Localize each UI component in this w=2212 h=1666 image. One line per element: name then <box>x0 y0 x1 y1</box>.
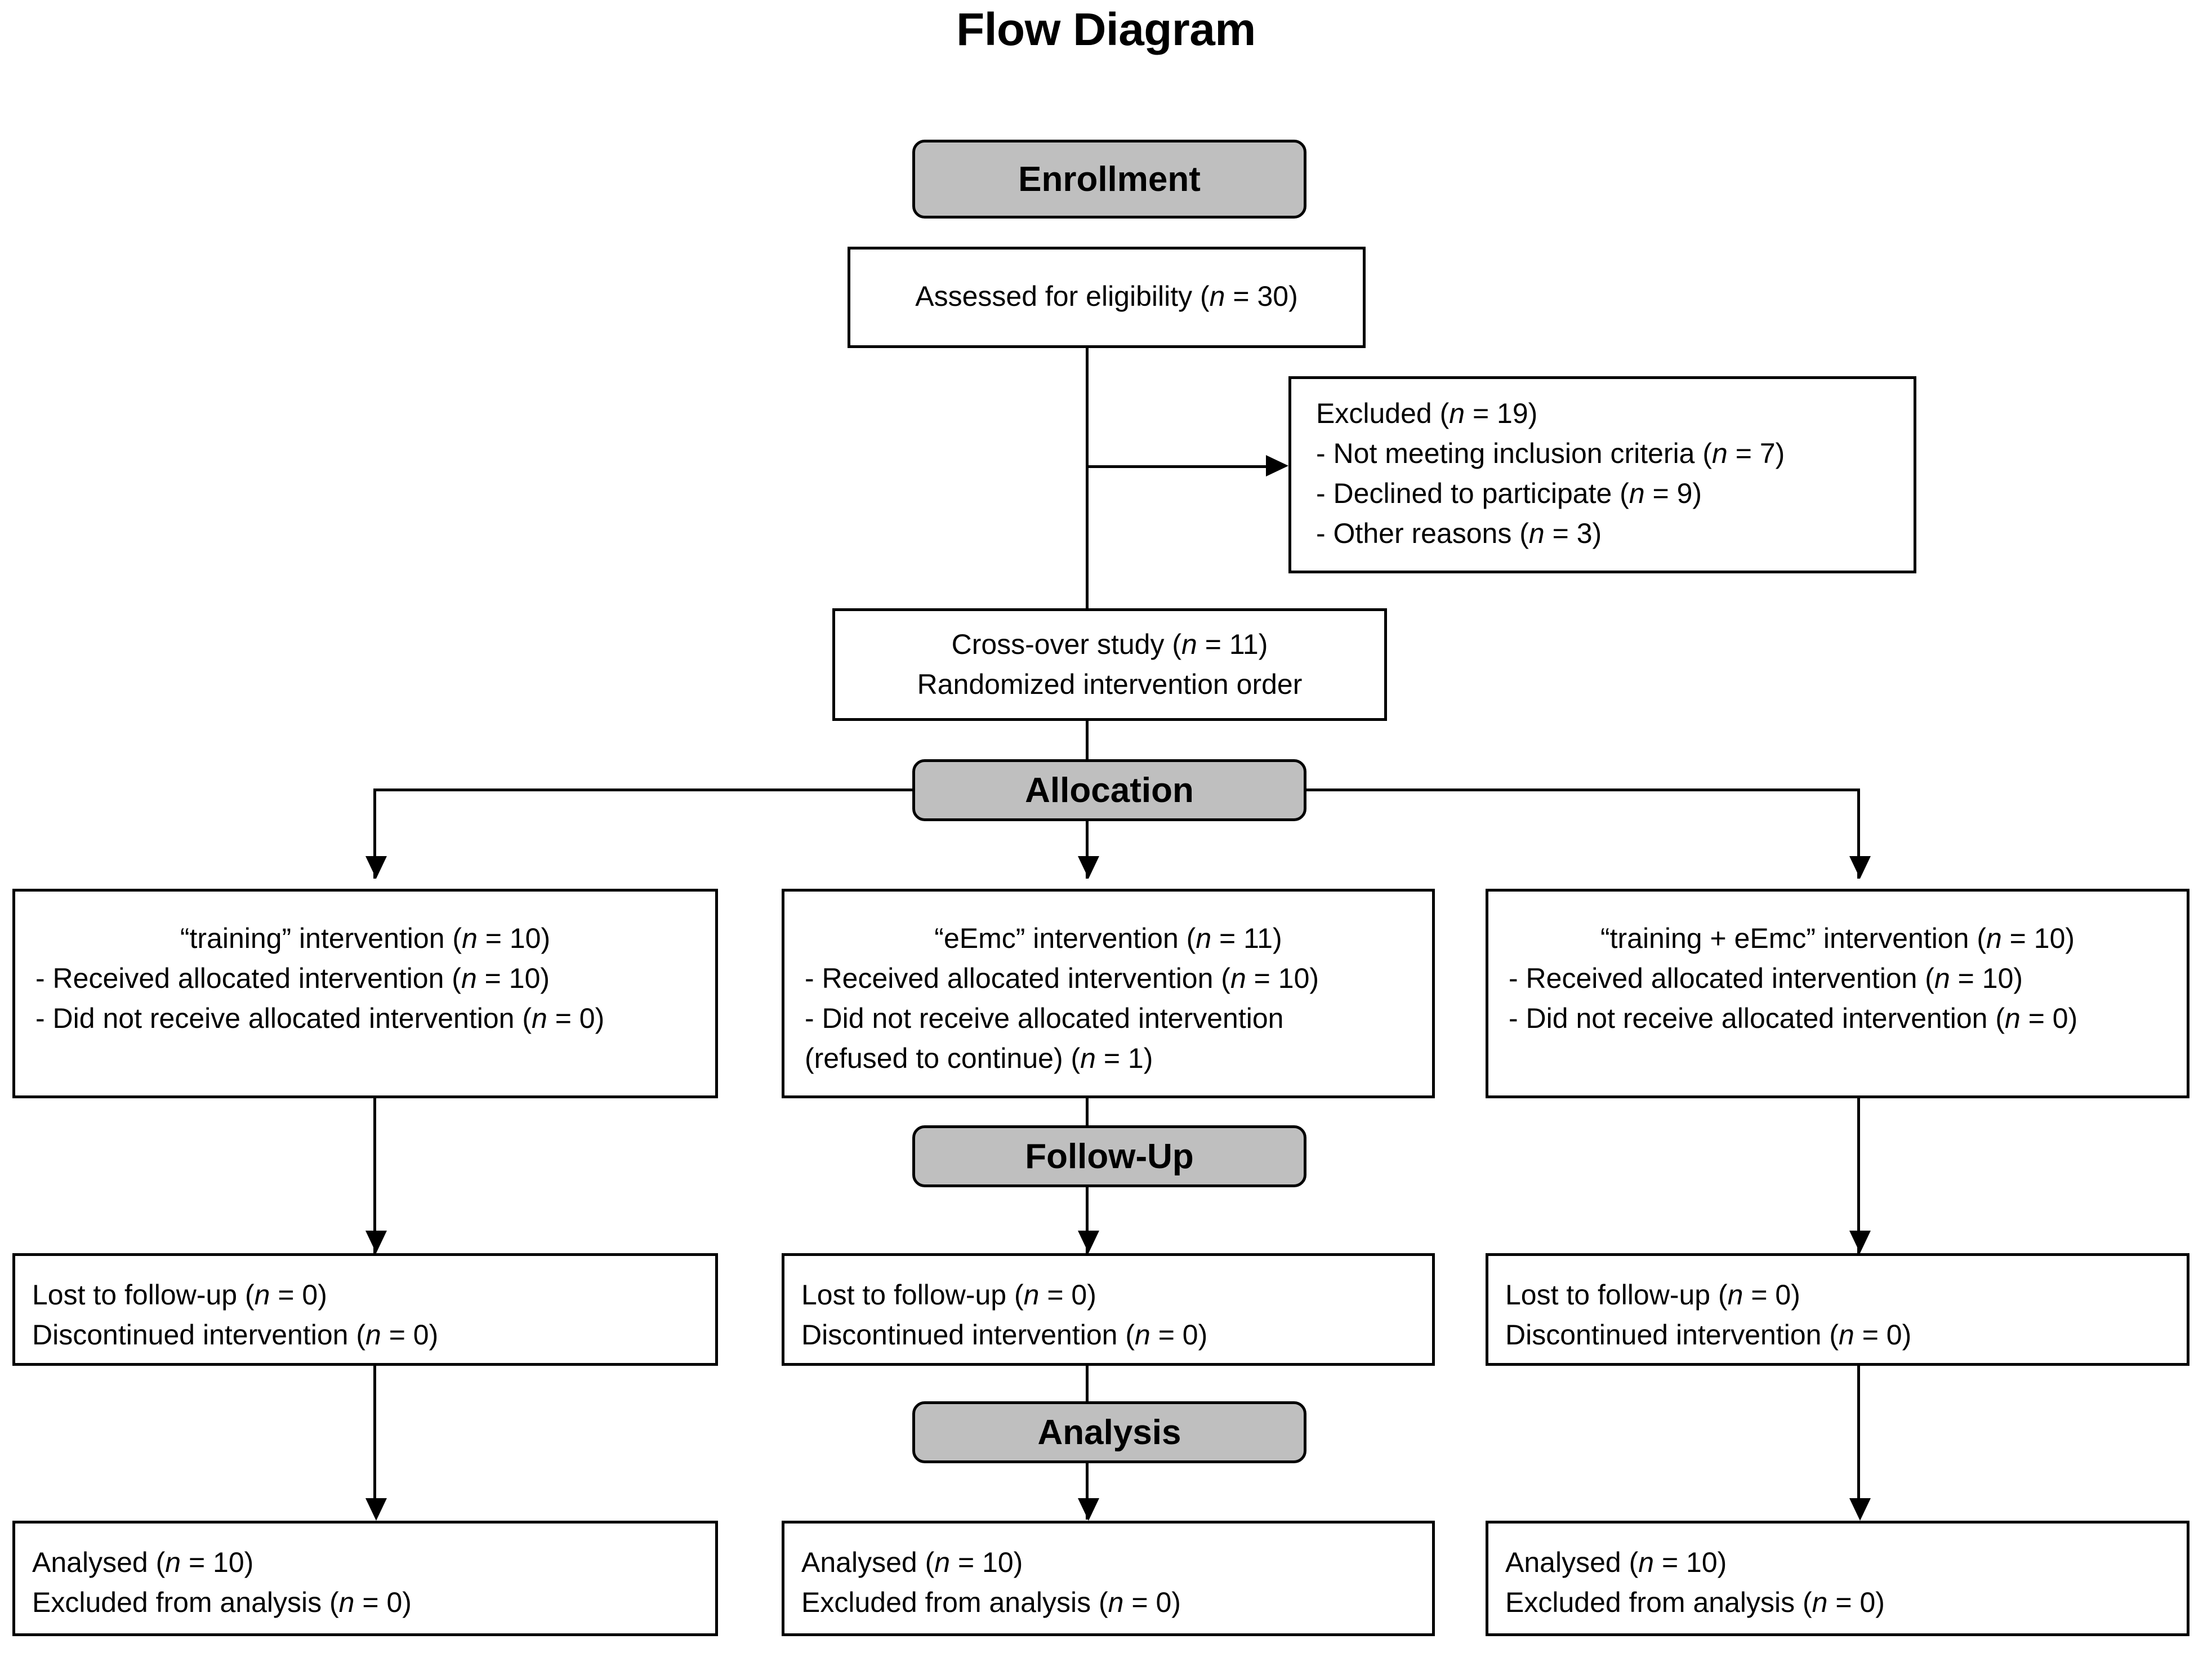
crossover-line-2: Randomized intervention order <box>917 669 1303 700</box>
stage-banner-enrollment: Enrollment <box>912 140 1306 219</box>
stage-banner-followup: Follow-Up <box>912 1125 1306 1187</box>
arrowhead-arm1-analysis-icon <box>365 1498 387 1521</box>
node-allocation-arm-3: “training + eEmc” intervention (n = 10) … <box>1486 889 2189 1098</box>
arm3-allocation-line-1: “training + eEmc” intervention (n = 10) <box>1600 923 2075 954</box>
assessed-line-1: Assessed for eligibility (n = 30) <box>915 280 1298 312</box>
arm2-followup-line-1: Lost to follow-up (n = 0) <box>801 1279 1096 1311</box>
connector-arm1-allocation-to-followup <box>373 1098 376 1256</box>
connector-allocation-leg-middle <box>1086 821 1089 879</box>
arm3-followup-line-1: Lost to follow-up (n = 0) <box>1505 1279 1800 1311</box>
node-excluded: Excluded (n = 19) - Not meeting inclusio… <box>1288 376 1916 573</box>
connector-allocation-leg-right <box>1857 789 1860 879</box>
node-analysis-arm-2: Analysed (n = 10) Excluded from analysis… <box>782 1521 1435 1636</box>
arm3-analysis-line-1: Analysed (n = 10) <box>1505 1547 1727 1578</box>
connector-arm2-allocation-to-followup-stage <box>1086 1098 1089 1128</box>
node-crossover-study: Cross-over study (n = 11) Randomized int… <box>832 608 1387 721</box>
node-allocation-arm-2: “eEmc” intervention (n = 11) - Received … <box>782 889 1435 1098</box>
arm2-analysis-line-2: Excluded from analysis (n = 0) <box>801 1587 1181 1618</box>
arrowhead-allocation-right-icon <box>1849 856 1871 879</box>
stage-label-followup: Follow-Up <box>1025 1137 1194 1176</box>
arm1-allocation-line-3: - Did not receive allocated intervention… <box>35 1003 605 1034</box>
arrowhead-arm3-followup-icon <box>1849 1231 1871 1253</box>
stage-banner-analysis: Analysis <box>912 1401 1306 1463</box>
connector-analysis-stage-to-arm2 <box>1086 1463 1089 1520</box>
connector-assessed-to-crossover <box>1086 348 1089 618</box>
node-analysis-arm-3: Analysed (n = 10) Excluded from analysis… <box>1486 1521 2189 1636</box>
connector-allocation-leg-left <box>373 789 376 879</box>
arm2-allocation-line-4: (refused to continue) (n = 1) <box>805 1043 1153 1074</box>
arm1-allocation-line-2: - Received allocated intervention (n = 1… <box>35 963 550 994</box>
node-followup-arm-2: Lost to follow-up (n = 0) Discontinued i… <box>782 1253 1435 1366</box>
connector-arm3-allocation-to-followup <box>1857 1098 1860 1256</box>
stage-label-allocation: Allocation <box>1025 770 1194 810</box>
excluded-line-4: - Other reasons (n = 3) <box>1316 518 1602 549</box>
arm3-followup-line-2: Discontinued intervention (n = 0) <box>1505 1319 1912 1351</box>
arm3-allocation-line-3: - Did not receive allocated intervention… <box>1509 1003 2078 1034</box>
node-analysis-arm-1: Analysed (n = 10) Excluded from analysis… <box>12 1521 718 1636</box>
connector-assessed-to-excluded <box>1086 465 1266 468</box>
arm1-analysis-line-2: Excluded from analysis (n = 0) <box>32 1587 412 1618</box>
node-allocation-arm-1: “training” intervention (n = 10) - Recei… <box>12 889 718 1098</box>
arm1-followup-line-1: Lost to follow-up (n = 0) <box>32 1279 327 1311</box>
arrowhead-arm1-followup-icon <box>365 1231 387 1253</box>
stage-banner-allocation: Allocation <box>912 759 1306 821</box>
connector-crossover-to-allocation <box>1086 721 1089 766</box>
arrowhead-allocation-left-icon <box>365 856 387 879</box>
arrowhead-to-excluded-icon <box>1266 455 1288 476</box>
arm2-analysis-line-1: Analysed (n = 10) <box>801 1547 1023 1578</box>
excluded-line-3: - Declined to participate (n = 9) <box>1316 478 1702 509</box>
node-followup-arm-1: Lost to follow-up (n = 0) Discontinued i… <box>12 1253 718 1366</box>
stage-label-analysis: Analysis <box>1037 1413 1181 1452</box>
arm3-allocation-line-2: - Received allocated intervention (n = 1… <box>1509 963 2023 994</box>
connector-arm3-followup-to-analysis <box>1857 1366 1860 1512</box>
connector-arm2-followup-to-analysis-stage <box>1086 1366 1089 1402</box>
page-title: Flow Diagram <box>956 4 1256 55</box>
arm3-analysis-line-2: Excluded from analysis (n = 0) <box>1505 1587 1885 1618</box>
arm2-allocation-line-3: - Did not receive allocated intervention <box>805 1003 1284 1034</box>
arrowhead-allocation-middle-icon <box>1078 856 1099 879</box>
arm1-analysis-line-1: Analysed (n = 10) <box>32 1547 254 1578</box>
arm1-followup-line-2: Discontinued intervention (n = 0) <box>32 1319 439 1351</box>
connector-followup-stage-to-arm2 <box>1086 1187 1089 1256</box>
node-followup-arm-3: Lost to follow-up (n = 0) Discontinued i… <box>1486 1253 2189 1366</box>
arm2-allocation-line-1: “eEmc” intervention (n = 11) <box>934 923 1282 954</box>
stage-label-enrollment: Enrollment <box>1018 159 1201 199</box>
arrowhead-arm3-analysis-icon <box>1849 1498 1871 1521</box>
crossover-line-1: Cross-over study (n = 11) <box>951 629 1268 660</box>
arrowhead-arm2-followup-icon <box>1078 1231 1099 1253</box>
arm1-allocation-line-1: “training” intervention (n = 10) <box>180 923 551 954</box>
arm2-followup-line-2: Discontinued intervention (n = 0) <box>801 1319 1208 1351</box>
excluded-line-1: Excluded (n = 19) <box>1316 398 1538 429</box>
arm2-allocation-line-2: - Received allocated intervention (n = 1… <box>805 963 1319 994</box>
excluded-line-2: - Not meeting inclusion criteria (n = 7) <box>1316 438 1785 469</box>
connector-arm1-followup-to-analysis <box>373 1366 376 1512</box>
node-assessed-for-eligibility: Assessed for eligibility (n = 30) <box>848 247 1366 348</box>
arrowhead-arm2-analysis-icon <box>1078 1498 1099 1521</box>
